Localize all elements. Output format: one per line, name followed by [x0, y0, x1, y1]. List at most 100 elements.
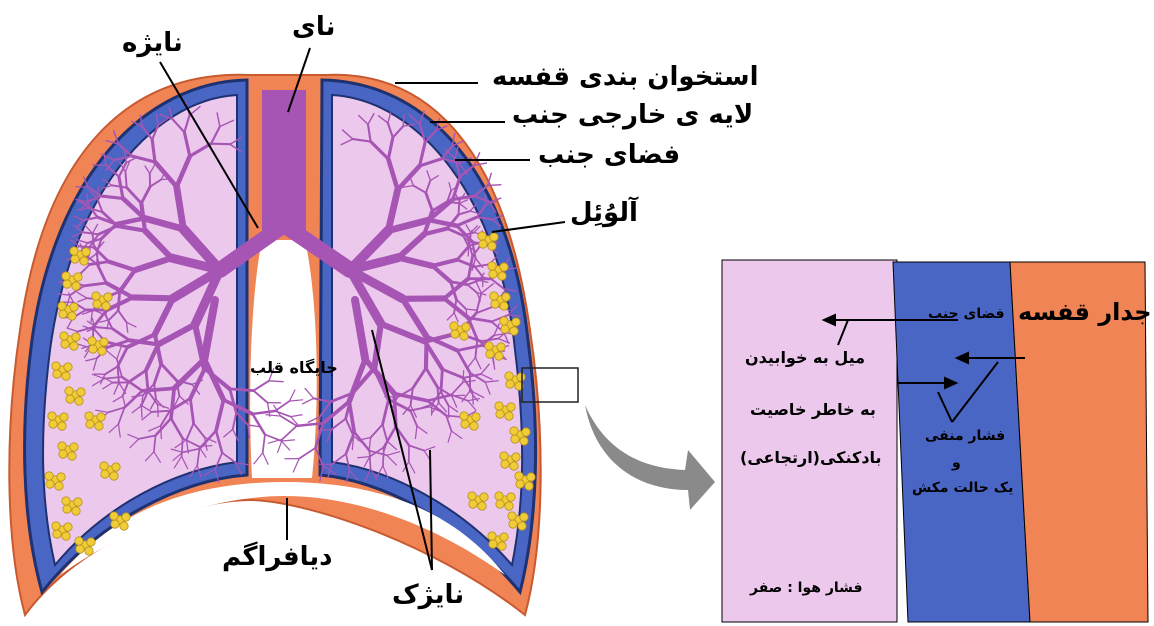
alveolus-sac: [500, 263, 508, 271]
panel-label-pleural-space: فضای جنب: [928, 306, 1005, 322]
alveolus-sac: [460, 412, 468, 420]
label-trachea: نای: [292, 12, 335, 42]
bronchial-branch: [383, 447, 384, 466]
bronchial-branch: [463, 371, 464, 383]
alveolus-sac: [478, 502, 486, 510]
alveolus-sac: [468, 492, 476, 500]
alveolus-sac: [501, 325, 509, 333]
panel-recoil-line3: بادکنکی(ارتجاعی): [740, 448, 882, 467]
alveolus-sac: [88, 337, 96, 345]
bronchial-branch: [152, 411, 170, 412]
alveolus-sac: [59, 310, 67, 318]
bronchial-branch: [403, 115, 404, 126]
bronchial-branch: [161, 179, 170, 180]
bronchial-branch: [142, 388, 174, 390]
alveolus-sac: [49, 420, 57, 428]
alveolus-sac: [70, 303, 78, 311]
alveolus-sac: [500, 533, 508, 541]
alveolus-sac: [485, 342, 493, 350]
alveolus-sac: [460, 332, 468, 340]
alveolus-sac: [515, 472, 523, 480]
alveolus-sac: [500, 452, 508, 460]
alveolus-sac: [60, 332, 68, 340]
label-outer-pleura: لایه ی خارجی جنب: [512, 100, 753, 130]
alveolus-sac: [510, 327, 518, 335]
alveolus-sac: [104, 293, 112, 301]
alveolus-sac: [517, 373, 525, 381]
alveolus-sac: [496, 500, 504, 508]
alveolus-sac: [469, 500, 477, 508]
alveolus-sac: [512, 453, 520, 461]
alveolus-sac: [65, 387, 73, 395]
alveolus-sac: [522, 428, 530, 436]
bronchial-branch: [118, 366, 119, 382]
panel-negative-line1: فشار منفی: [925, 428, 1005, 444]
alveolus-sac: [53, 530, 61, 538]
alveolus-sac: [100, 338, 108, 346]
zoom-arrow: [585, 405, 715, 510]
alveolus-sac: [505, 502, 513, 510]
alveolus-sac: [85, 412, 93, 420]
alveolus-sac: [500, 317, 508, 325]
alveolus-sac: [59, 450, 67, 458]
alveolus-sac: [93, 300, 101, 308]
alveolus-sac: [71, 255, 79, 263]
alveolus-sac: [505, 372, 513, 380]
label-bronchiole: نایژک: [392, 580, 464, 610]
alveolus-sac: [518, 522, 526, 530]
alveolus-sac: [66, 395, 74, 403]
alveolus-sac: [488, 262, 496, 270]
panel-lung-tissue: [722, 260, 897, 622]
alveolus-sac: [60, 413, 68, 421]
alveolus-sac: [82, 248, 90, 256]
panel-air-pressure: فشار هوا : صفر: [750, 580, 863, 596]
label-pleural-space: فضای جنب: [538, 140, 680, 170]
panel-label-chest-wall: جدار قفسه: [1018, 298, 1152, 326]
alveolus-sac: [70, 247, 78, 255]
trachea: [262, 90, 306, 230]
alveolus-sac: [70, 342, 78, 350]
alveolus-sac: [100, 462, 108, 470]
alveolus-sac: [527, 473, 535, 481]
bronchial-branch: [182, 438, 183, 456]
bronchial-branch: [211, 144, 230, 145]
bronchial-branch: [118, 292, 120, 311]
alveolus-sac: [502, 293, 510, 301]
alveolus-sac: [77, 388, 85, 396]
panel-negative-line3: یک حالت مکش: [912, 480, 1013, 496]
alveolus-sac: [57, 473, 65, 481]
alveolus-sac: [461, 420, 469, 428]
alveolus-sac: [86, 420, 94, 428]
bronchial-branch: [230, 389, 254, 391]
alveolus-sac: [62, 272, 70, 280]
bronchial-branch: [269, 381, 283, 382]
alveolus-sac: [501, 460, 509, 468]
alveolus-sac: [490, 292, 498, 300]
alveolus-sac: [507, 493, 515, 501]
alveolus-sac: [97, 413, 105, 421]
alveolus-sac: [98, 347, 106, 355]
alveolus-sac: [55, 482, 63, 490]
label-bronchus: نایژه: [122, 28, 183, 58]
bronchial-branch: [458, 201, 459, 214]
alveolus-sac: [472, 413, 480, 421]
alveolus-sac: [520, 437, 528, 445]
alveolus-sac: [505, 412, 513, 420]
alveolus-sac: [72, 507, 80, 515]
alveolus-sac: [46, 480, 54, 488]
alveolus-sac: [495, 402, 503, 410]
alveolus-sac: [62, 372, 70, 380]
alveolus-sac: [506, 380, 514, 388]
alveolus-sac: [478, 232, 486, 240]
alveolus-sac: [122, 513, 130, 521]
label-rib-cage: استخوان بندی قفسه: [492, 62, 759, 92]
alveolus-sac: [102, 302, 110, 310]
alveolus-sac: [110, 512, 118, 520]
alveolus-sac: [495, 492, 503, 500]
alveolus-sac: [64, 363, 72, 371]
alveolus-sac: [451, 330, 459, 338]
bronchial-branch: [125, 172, 126, 188]
alveolus-sac: [76, 545, 84, 553]
panel-recoil-line1: میل به خوابیدن: [745, 348, 865, 367]
alveolus-sac: [520, 513, 528, 521]
